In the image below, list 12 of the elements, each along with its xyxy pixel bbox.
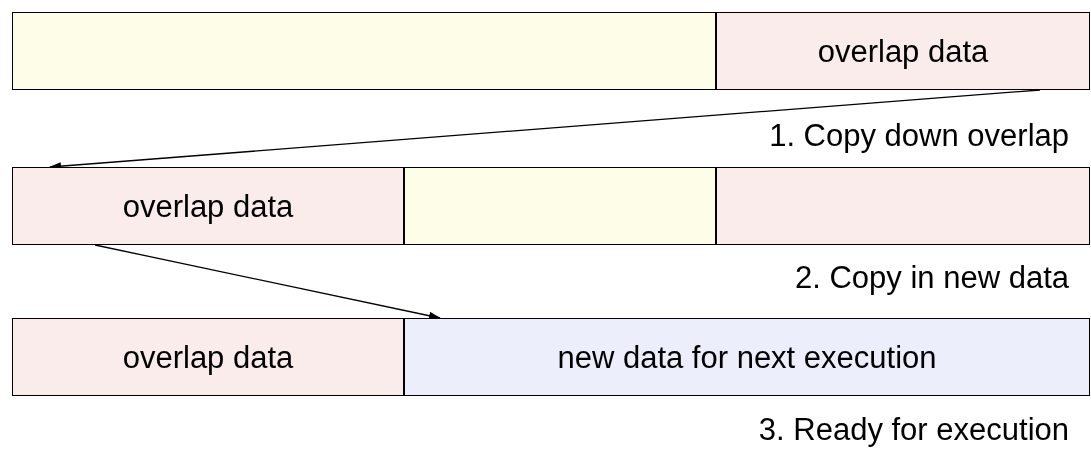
step-label: 2. Copy in new data [795,262,1069,293]
memory-block [404,318,1090,396]
arrow [94,244,441,320]
block-label: overlap data [817,35,989,67]
step-label: 1. Copy down overlap [769,120,1069,151]
memory-block [716,12,1090,90]
block-label: overlap data [122,341,294,373]
memory-block [12,167,404,245]
memory-block [12,318,404,396]
block-label: overlap data [122,190,294,222]
step-label: 3. Ready for execution [758,414,1069,445]
block-label: new data for next execution [557,341,937,373]
